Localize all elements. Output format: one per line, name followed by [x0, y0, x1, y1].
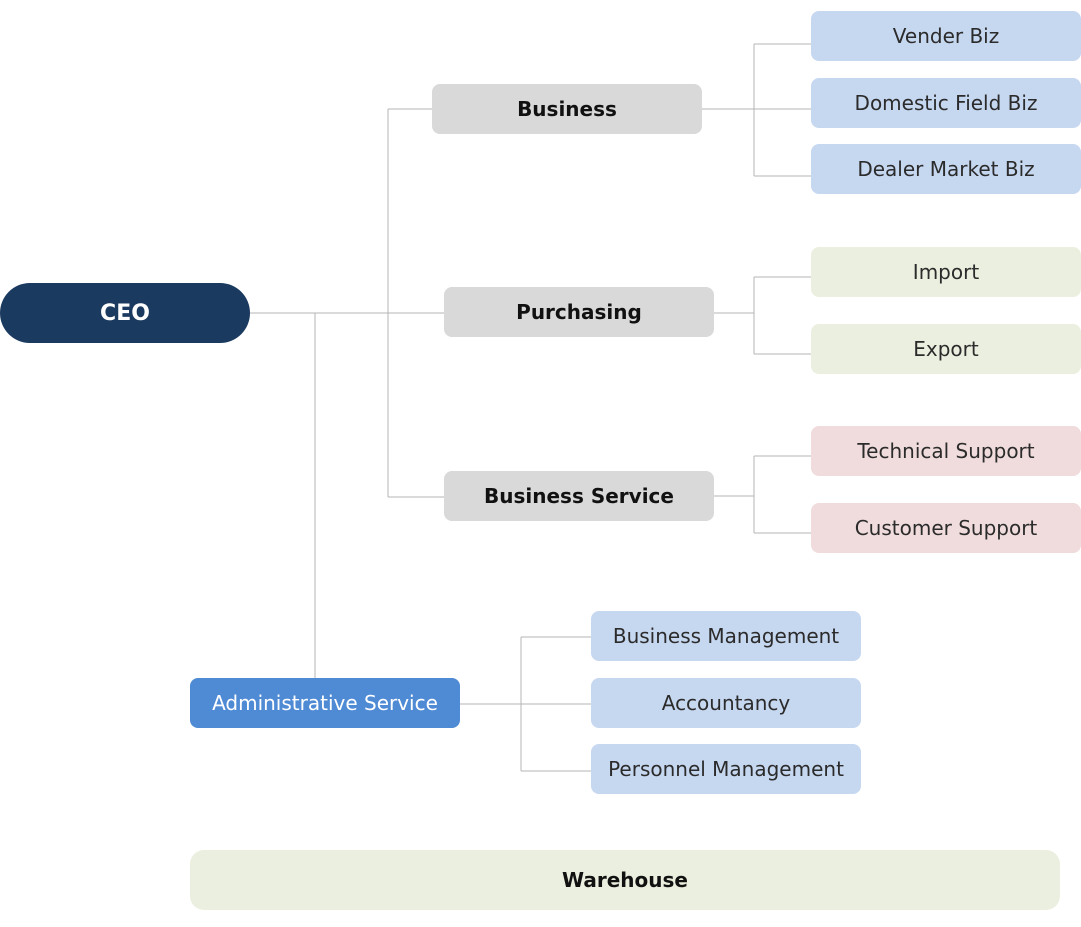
business-service-node: Business Service [444, 471, 714, 521]
customer-support-node: Customer Support [811, 503, 1081, 553]
business-node: Business [432, 84, 702, 134]
export-node: Export [811, 324, 1081, 374]
vender-biz-node: Vender Biz [811, 11, 1081, 61]
warehouse-node: Warehouse [190, 850, 1060, 910]
business-management-node: Business Management [591, 611, 861, 661]
dealer-market-biz-node: Dealer Market Biz [811, 144, 1081, 194]
personnel-management-node: Personnel Management [591, 744, 861, 794]
administrative-service-node: Administrative Service [190, 678, 460, 728]
domestic-field-biz-node: Domestic Field Biz [811, 78, 1081, 128]
purchasing-node: Purchasing [444, 287, 714, 337]
accountancy-node: Accountancy [591, 678, 861, 728]
import-node: Import [811, 247, 1081, 297]
technical-support-node: Technical Support [811, 426, 1081, 476]
ceo-node: CEO [0, 283, 250, 343]
